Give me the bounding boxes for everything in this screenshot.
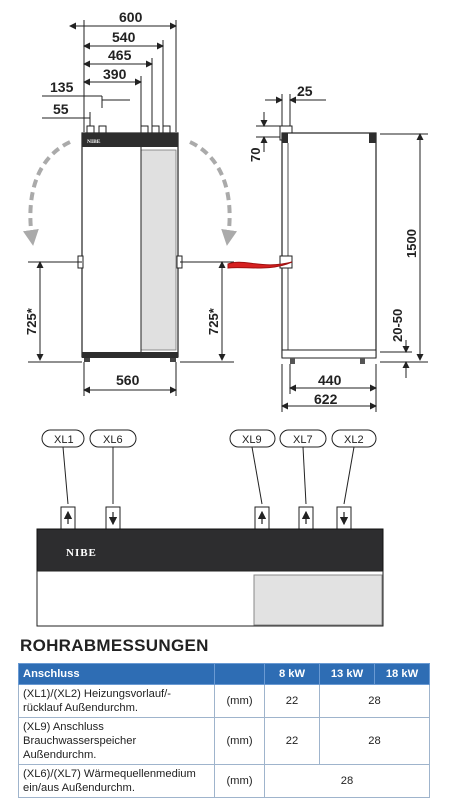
row-unit: (mm) — [214, 764, 265, 798]
connection-detail: XL1 XL6 XL9 XL7 XL2 — [36, 429, 384, 627]
dim-front-725-right: 725* — [206, 307, 221, 335]
dim-front-600: 600 — [119, 9, 143, 25]
dim-side-25: 25 — [297, 83, 313, 99]
table-row: (XL9) Anschluss Brauchwasserspeicher Auß… — [18, 717, 430, 765]
side-view: 25 70 1500 20-50 — [227, 83, 428, 412]
dim-front-560: 560 — [116, 372, 140, 388]
connection-label-xl1: XL1 — [41, 429, 85, 448]
pipe-dimensions-table: Anschluss 8 kW 13 kW 18 kW (XL1)/(XL2) H… — [18, 663, 430, 798]
detail-logo: NIBE — [66, 547, 97, 559]
dim-side-440: 440 — [318, 372, 342, 388]
row-value-8kw: 22 — [264, 684, 320, 718]
dim-front-725-left: 725* — [24, 307, 39, 335]
dim-side-70: 70 — [248, 148, 263, 162]
row-label: (XL9) Anschluss Brauchwasserspeicher Auß… — [18, 717, 215, 765]
table-header-row: Anschluss 8 kW 13 kW 18 kW — [18, 663, 430, 685]
table-row: (XL1)/(XL2) Heizungsvorlauf/-rücklauf Au… — [18, 684, 430, 718]
header-13kw: 13 kW — [319, 663, 375, 685]
header-connection: Anschluss — [18, 663, 215, 685]
dim-side-1500: 1500 — [404, 229, 419, 258]
svg-text:XL1: XL1 — [54, 434, 74, 446]
section-title: ROHRABMESSUNGEN — [20, 636, 209, 655]
dim-front-540: 540 — [112, 29, 136, 45]
dim-front-55: 55 — [53, 101, 69, 117]
dim-side-20-50: 20-50 — [390, 309, 405, 342]
connection-label-xl6: XL6 — [89, 429, 137, 448]
svg-text:XL9: XL9 — [242, 434, 262, 446]
header-8kw: 8 kW — [264, 663, 320, 685]
svg-text:XL6: XL6 — [103, 434, 123, 446]
row-value-8kw: 22 — [264, 717, 320, 765]
header-unit — [214, 663, 265, 685]
header-18kw: 18 kW — [374, 663, 430, 685]
connection-label-xl9: XL9 — [229, 429, 276, 448]
dim-front-135: 135 — [50, 79, 74, 95]
row-value-all: 28 — [264, 764, 430, 798]
row-label: (XL6)/(XL7) Wärmequellenmedium ein/aus A… — [18, 764, 215, 798]
connection-label-xl7: XL7 — [279, 429, 327, 448]
front-logo: NIBE — [87, 139, 101, 145]
dim-side-622: 622 — [314, 391, 338, 407]
row-unit: (mm) — [214, 717, 265, 765]
connection-label-xl2: XL2 — [331, 429, 377, 448]
svg-text:XL7: XL7 — [293, 434, 313, 446]
installation-drawing: 600 540 465 390 135 55 NIBE — [22, 9, 428, 627]
row-label: (XL1)/(XL2) Heizungsvorlauf/-rücklauf Au… — [18, 684, 215, 718]
row-value-13-18kw: 28 — [319, 717, 430, 765]
row-value-13-18kw: 28 — [319, 684, 430, 718]
front-view: 600 540 465 390 135 55 NIBE — [22, 9, 238, 396]
dim-front-465: 465 — [108, 47, 132, 63]
table-row: (XL6)/(XL7) Wärmequellenmedium ein/aus A… — [18, 764, 430, 798]
row-unit: (mm) — [214, 684, 265, 718]
dim-front-390: 390 — [103, 66, 127, 82]
svg-text:XL2: XL2 — [344, 434, 364, 446]
